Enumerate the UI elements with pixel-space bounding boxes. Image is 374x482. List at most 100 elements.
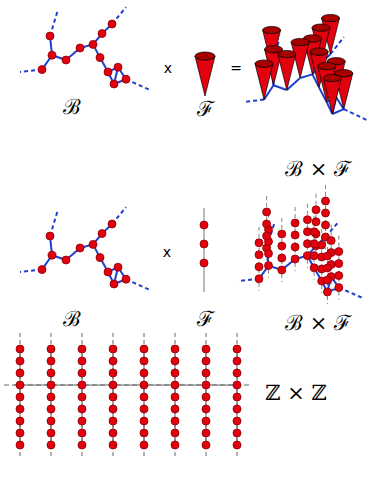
graph-vertex — [265, 262, 273, 270]
dot — [202, 345, 210, 353]
graph-vertex — [62, 56, 70, 64]
graph-vertex — [110, 280, 118, 288]
dot — [202, 357, 210, 365]
dot — [202, 441, 210, 449]
graph-vertex — [62, 256, 70, 264]
product-cones — [243, 14, 367, 120]
dot — [47, 381, 55, 389]
dot — [335, 260, 343, 268]
dot — [78, 441, 86, 449]
space-label: ℤ × ℤ — [265, 381, 327, 405]
dot — [16, 429, 24, 437]
dot — [109, 405, 117, 413]
dot — [109, 441, 117, 449]
dot — [109, 369, 117, 377]
dot — [171, 345, 179, 353]
graph-vertex — [335, 284, 343, 292]
dot — [322, 209, 330, 217]
dot — [265, 250, 273, 258]
dot — [109, 417, 117, 425]
graph-vertex — [108, 20, 116, 28]
dot — [171, 357, 179, 365]
cone — [323, 74, 341, 114]
dot — [291, 219, 299, 227]
dot — [200, 259, 208, 267]
graph-vertex — [96, 254, 104, 262]
dot — [202, 405, 210, 413]
dot — [291, 243, 299, 251]
dot — [310, 240, 318, 248]
dot — [202, 369, 210, 377]
dot — [109, 429, 117, 437]
dot — [171, 429, 179, 437]
graph-vertex — [104, 268, 112, 276]
dot — [78, 381, 86, 389]
graph-vertex — [48, 51, 56, 59]
graph-vertex — [98, 30, 106, 38]
dot — [78, 393, 86, 401]
base-graph — [20, 7, 150, 90]
graph-vertex — [114, 263, 122, 271]
dot — [140, 429, 148, 437]
dot — [255, 251, 263, 259]
dot — [202, 381, 210, 389]
graph-vertex — [255, 275, 263, 283]
dot — [47, 345, 55, 353]
graph-vertex — [108, 220, 116, 228]
dot — [278, 254, 286, 262]
dot — [278, 242, 286, 250]
dot — [323, 252, 331, 260]
operator-symbol: = — [230, 60, 242, 76]
dot — [109, 357, 117, 365]
dot — [335, 248, 343, 256]
dot — [200, 221, 208, 229]
graph-vertex — [38, 266, 46, 274]
graph-ray — [344, 109, 367, 120]
graph-vertex — [76, 44, 84, 52]
space-label: ℱ — [197, 94, 214, 122]
graph-vertex — [96, 54, 104, 62]
dot — [16, 405, 24, 413]
dot — [16, 369, 24, 377]
graph-edge — [274, 85, 287, 90]
dot — [255, 263, 263, 271]
dot — [202, 429, 210, 437]
graph-vertex — [89, 240, 97, 248]
graph-edge — [332, 109, 343, 114]
dot — [140, 357, 148, 365]
dot — [171, 369, 179, 377]
graph-vertex — [46, 32, 54, 40]
dot — [233, 381, 241, 389]
dot — [323, 276, 331, 284]
dot — [318, 241, 326, 249]
dot — [171, 381, 179, 389]
dot — [16, 381, 24, 389]
dot — [140, 393, 148, 401]
dot — [47, 357, 55, 365]
dot — [47, 417, 55, 425]
dot — [140, 417, 148, 425]
dot — [255, 239, 263, 247]
dot — [78, 405, 86, 413]
dot — [16, 441, 24, 449]
graph-vertex — [89, 40, 97, 48]
operator-symbol: x — [163, 244, 171, 260]
dot — [140, 381, 148, 389]
graph-vertex — [323, 288, 331, 296]
dot — [47, 405, 55, 413]
dot — [78, 417, 86, 425]
dot — [310, 228, 318, 236]
dot — [47, 369, 55, 377]
dot — [78, 369, 86, 377]
dot — [323, 264, 331, 272]
cone — [255, 60, 273, 100]
dot — [322, 221, 330, 229]
dot — [140, 405, 148, 413]
cone — [195, 52, 215, 96]
graph-vertex — [38, 66, 46, 74]
dot — [312, 218, 320, 226]
graph-vertex — [76, 244, 84, 252]
dot — [78, 429, 86, 437]
dot — [202, 393, 210, 401]
graph-vertex — [278, 266, 286, 274]
